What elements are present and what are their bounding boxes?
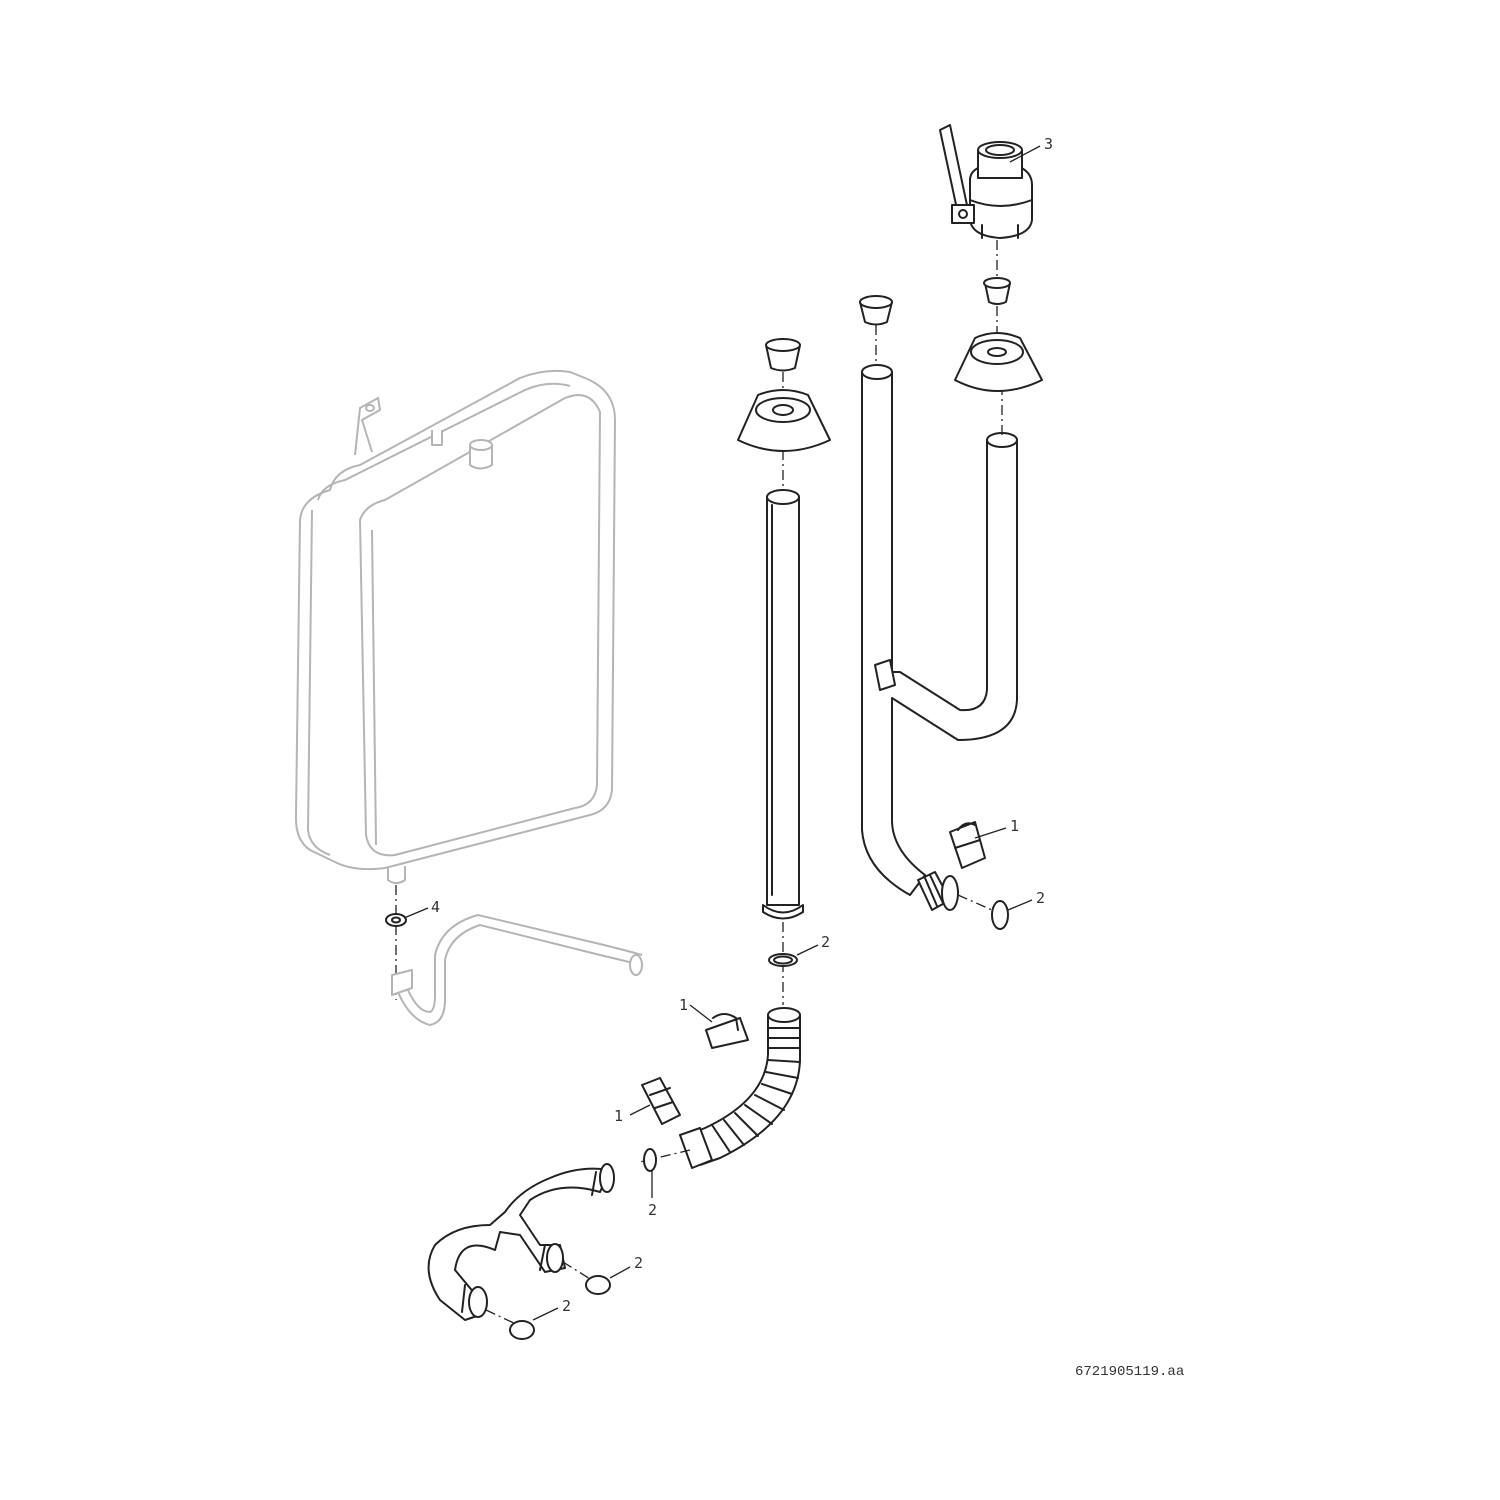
washer-4: [385, 913, 407, 927]
right-u-pipe-assembly: [859, 240, 1043, 930]
callout-2-oring-hose: 2: [648, 1201, 657, 1219]
oring-hose: [643, 1148, 657, 1172]
corrugated-hose: [679, 1007, 801, 1169]
oring-u-upper: [585, 1275, 611, 1295]
callout-2-oring-u-lower: 2: [562, 1297, 571, 1315]
hose-clip-center: [705, 1013, 749, 1049]
center-pipe-assembly: [737, 338, 831, 1005]
callout-4-washer: 4: [431, 898, 440, 916]
hose-clip-right: [949, 821, 986, 869]
connection-pipe-tank: [391, 913, 643, 1027]
oring-u-lower: [509, 1320, 535, 1340]
callout-1-clip-center: 1: [679, 996, 688, 1014]
callout-1-clip-right: 1: [1010, 817, 1019, 835]
ball-valve: [939, 124, 1033, 239]
drawing-number: 6721905119.aa: [1075, 1364, 1184, 1380]
hose-clip-lower: [641, 1077, 681, 1125]
expansion-tank: [294, 369, 616, 884]
callout-3-valve: 3: [1044, 135, 1053, 153]
oring-right: [991, 900, 1009, 930]
callout-2-oring-center: 2: [821, 933, 830, 951]
callout-2-oring-right: 2: [1036, 889, 1045, 907]
callout-1-clip-lower: 1: [614, 1107, 623, 1125]
callout-2-oring-u-upper: 2: [634, 1254, 643, 1272]
bottom-u-pipe: [427, 1163, 615, 1321]
